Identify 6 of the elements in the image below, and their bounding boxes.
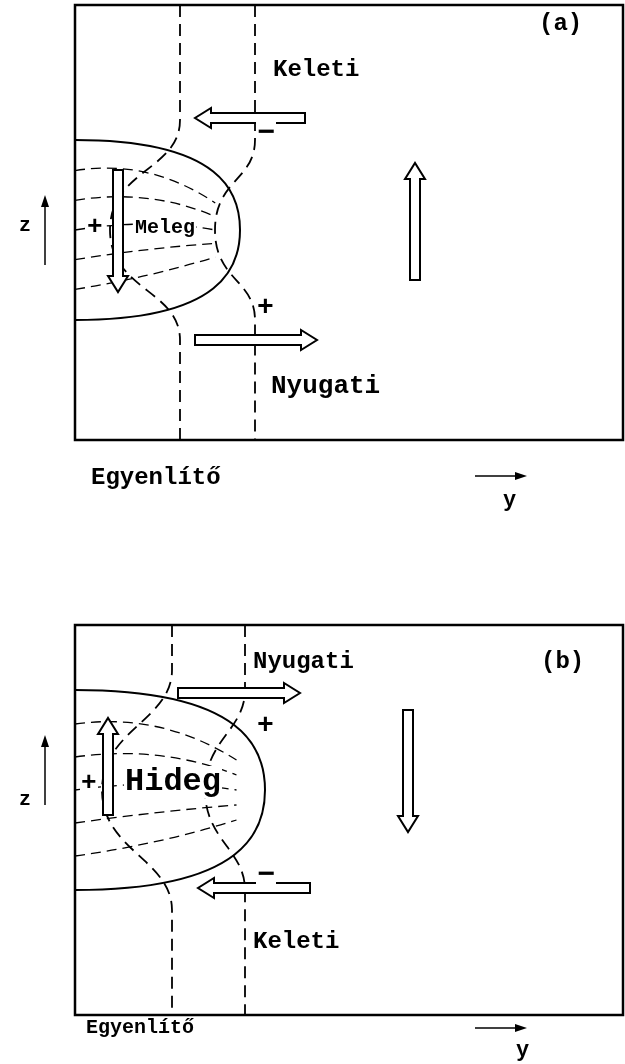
wind-label: Nyugati [270, 373, 382, 399]
location-label: Egyenlítő [90, 466, 222, 490]
region-label: Meleg [134, 218, 196, 238]
location-label: Egyenlítő [85, 1018, 196, 1038]
region-label: Hideg [124, 766, 222, 798]
wind-label: Nyugati [252, 650, 355, 674]
